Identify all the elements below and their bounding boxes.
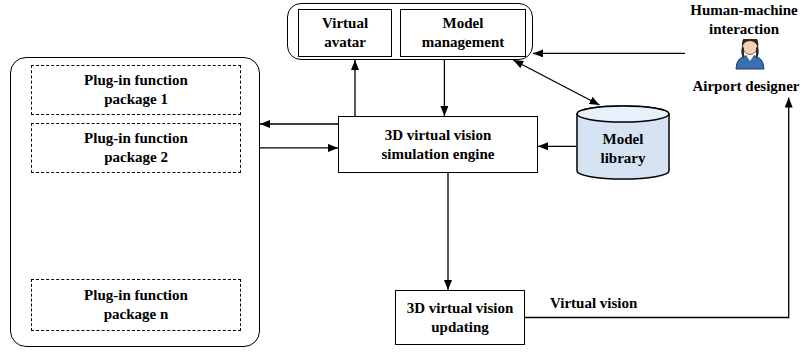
process-box: Model management — [400, 9, 526, 57]
node-text: Model library — [583, 130, 663, 168]
connector-arrow — [533, 53, 685, 54]
edge-label: Human-machine interaction — [682, 1, 806, 39]
node-text: Plug-in function package 1 — [61, 71, 211, 109]
connector-arrow — [260, 123, 338, 124]
plugin-package-box: Plug-in function package 2 — [31, 123, 241, 173]
interface-container: Virtual avatar Model management — [287, 3, 533, 60]
database-cylinder: Model library — [576, 105, 670, 180]
connector-arrow — [525, 98, 789, 318]
node-text: Airport designer — [692, 77, 799, 96]
connector-arrow — [538, 146, 576, 147]
connector-arrow — [447, 173, 448, 290]
node-text: Virtual avatar — [305, 14, 385, 52]
node-text: Plug-in function package n — [61, 286, 211, 324]
process-box: 3D virtual vision updating — [395, 290, 525, 345]
connector-arrow — [260, 147, 338, 148]
node-text: Model management — [407, 14, 519, 52]
person-icon — [730, 34, 770, 70]
connector-arrow — [513, 60, 599, 105]
connector-arrow — [444, 60, 445, 116]
node-text: Plug-in function package 2 — [61, 129, 211, 167]
plugin-container: Plug-in function package 1 Plug-in functi… — [10, 57, 260, 347]
plugin-package-box: Plug-in function package n — [31, 279, 241, 331]
connector-arrow — [354, 60, 355, 116]
node-text: 3D virtual vision updating — [404, 299, 516, 337]
engine-box: 3D virtual vision simulation engine — [338, 116, 538, 173]
actor: Airport designer — [685, 35, 807, 98]
process-box: Virtual avatar — [298, 9, 392, 57]
plugin-package-box: Plug-in function package 1 — [31, 65, 241, 115]
edge-label: Virtual vision — [548, 294, 639, 313]
node-text: 3D virtual vision simulation engine — [363, 126, 513, 164]
